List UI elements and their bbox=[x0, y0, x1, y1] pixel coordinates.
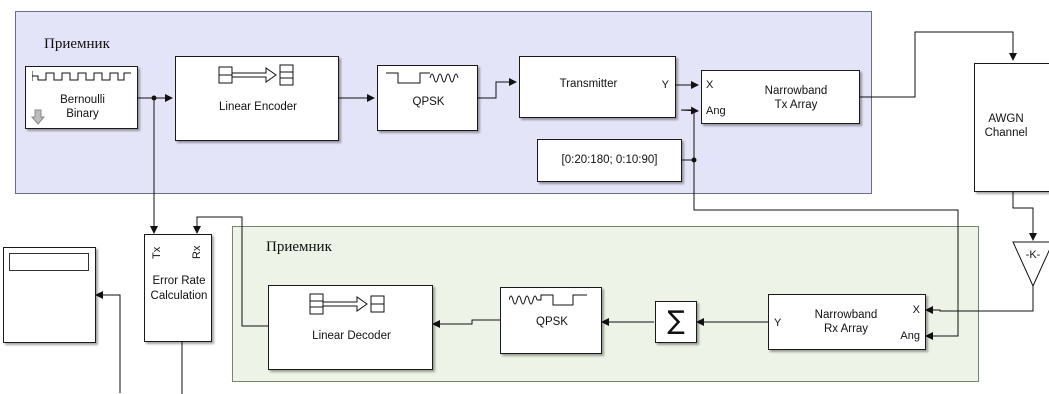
error-rate-calculation-block[interactable]: Tx Rx Error Rate Calculation bbox=[144, 234, 212, 342]
angle-constant-block[interactable]: [0:20:180; 0:10:90] bbox=[537, 139, 682, 182]
tx-array-port-ang: Ang bbox=[706, 105, 726, 117]
down-arrow-icon bbox=[31, 109, 45, 125]
qpsk-modulator-label: QPSK bbox=[412, 96, 445, 109]
awgn-channel-block[interactable]: AWGN Channel bbox=[974, 63, 1049, 192]
display-block[interactable] bbox=[3, 247, 96, 343]
demodulator-waveform-icon bbox=[509, 294, 587, 306]
display-screen bbox=[9, 253, 89, 271]
error-rate-label-line1: Error Rate bbox=[152, 275, 206, 287]
error-rate-label-line2: Calculation bbox=[150, 290, 208, 302]
transmitter-label: Transmitter bbox=[559, 78, 618, 91]
receiver-area-label: Приемник bbox=[266, 239, 332, 255]
encoder-icon bbox=[218, 64, 294, 86]
narrowband-tx-array-block[interactable]: X Ang Narrowband Tx Array bbox=[701, 70, 860, 124]
linear-encoder-label: Linear Encoder bbox=[219, 101, 297, 114]
rx-array-label-line2: Rx Array bbox=[823, 323, 869, 335]
rx-array-label-line1: Narrowband bbox=[814, 309, 878, 321]
gain-block[interactable]: -K- bbox=[1012, 240, 1049, 288]
linear-encoder-block[interactable]: Linear Encoder bbox=[175, 56, 339, 141]
tx-array-port-x: X bbox=[706, 79, 714, 91]
modulator-waveform-icon bbox=[386, 72, 459, 84]
sum-block[interactable]: ∑ bbox=[655, 301, 697, 343]
qpsk-demodulator-label: QPSK bbox=[536, 316, 568, 329]
rx-array-port-x: X bbox=[912, 304, 920, 316]
awgn-label-line2: Channel bbox=[984, 127, 1028, 139]
qpsk-modulator-block[interactable]: QPSK bbox=[377, 65, 478, 131]
transmitter-port-y: Y bbox=[661, 79, 669, 91]
linear-decoder-block[interactable]: Linear Decoder bbox=[268, 285, 433, 370]
pulse-train-icon bbox=[32, 71, 131, 81]
tx-array-label-line1: Narrowband bbox=[764, 85, 828, 97]
error-rate-port-rx: Rx bbox=[191, 245, 203, 259]
decoder-icon bbox=[309, 293, 385, 315]
narrowband-rx-array-block[interactable]: Y X Ang Narrowband Rx Array bbox=[768, 294, 926, 350]
error-rate-port-tx: Tx bbox=[151, 246, 163, 259]
gain-label: -K- bbox=[1026, 249, 1041, 261]
bernoulli-binary-block[interactable]: Bernoulli Binary bbox=[25, 66, 138, 129]
bernoulli-label-line2: Binary bbox=[66, 108, 99, 120]
qpsk-demodulator-block[interactable]: QPSK bbox=[500, 287, 602, 354]
rx-array-port-ang: Ang bbox=[900, 330, 920, 342]
transmitter-block[interactable]: Transmitter Y bbox=[519, 56, 676, 118]
linear-decoder-label: Linear Decoder bbox=[312, 330, 391, 343]
awgn-label-line1: AWGN bbox=[988, 113, 1024, 125]
transmitter-area-label: Приемник bbox=[44, 36, 110, 52]
angle-constant-value: [0:20:180; 0:10:90] bbox=[561, 153, 658, 166]
rx-array-port-y: Y bbox=[774, 317, 782, 329]
bernoulli-label-line1: Bernoulli bbox=[60, 94, 105, 106]
sum-symbol: ∑ bbox=[667, 306, 685, 337]
tx-array-label-line2: Tx Array bbox=[774, 99, 818, 111]
